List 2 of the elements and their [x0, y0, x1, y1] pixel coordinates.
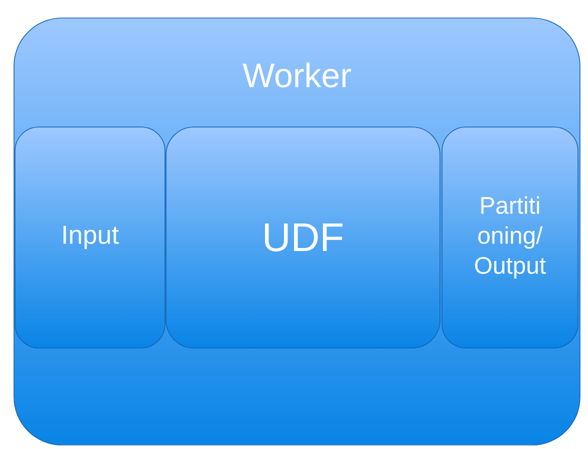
- process-box: Partiti oning/ Output: [442, 126, 578, 348]
- process-box: Input: [14, 126, 166, 348]
